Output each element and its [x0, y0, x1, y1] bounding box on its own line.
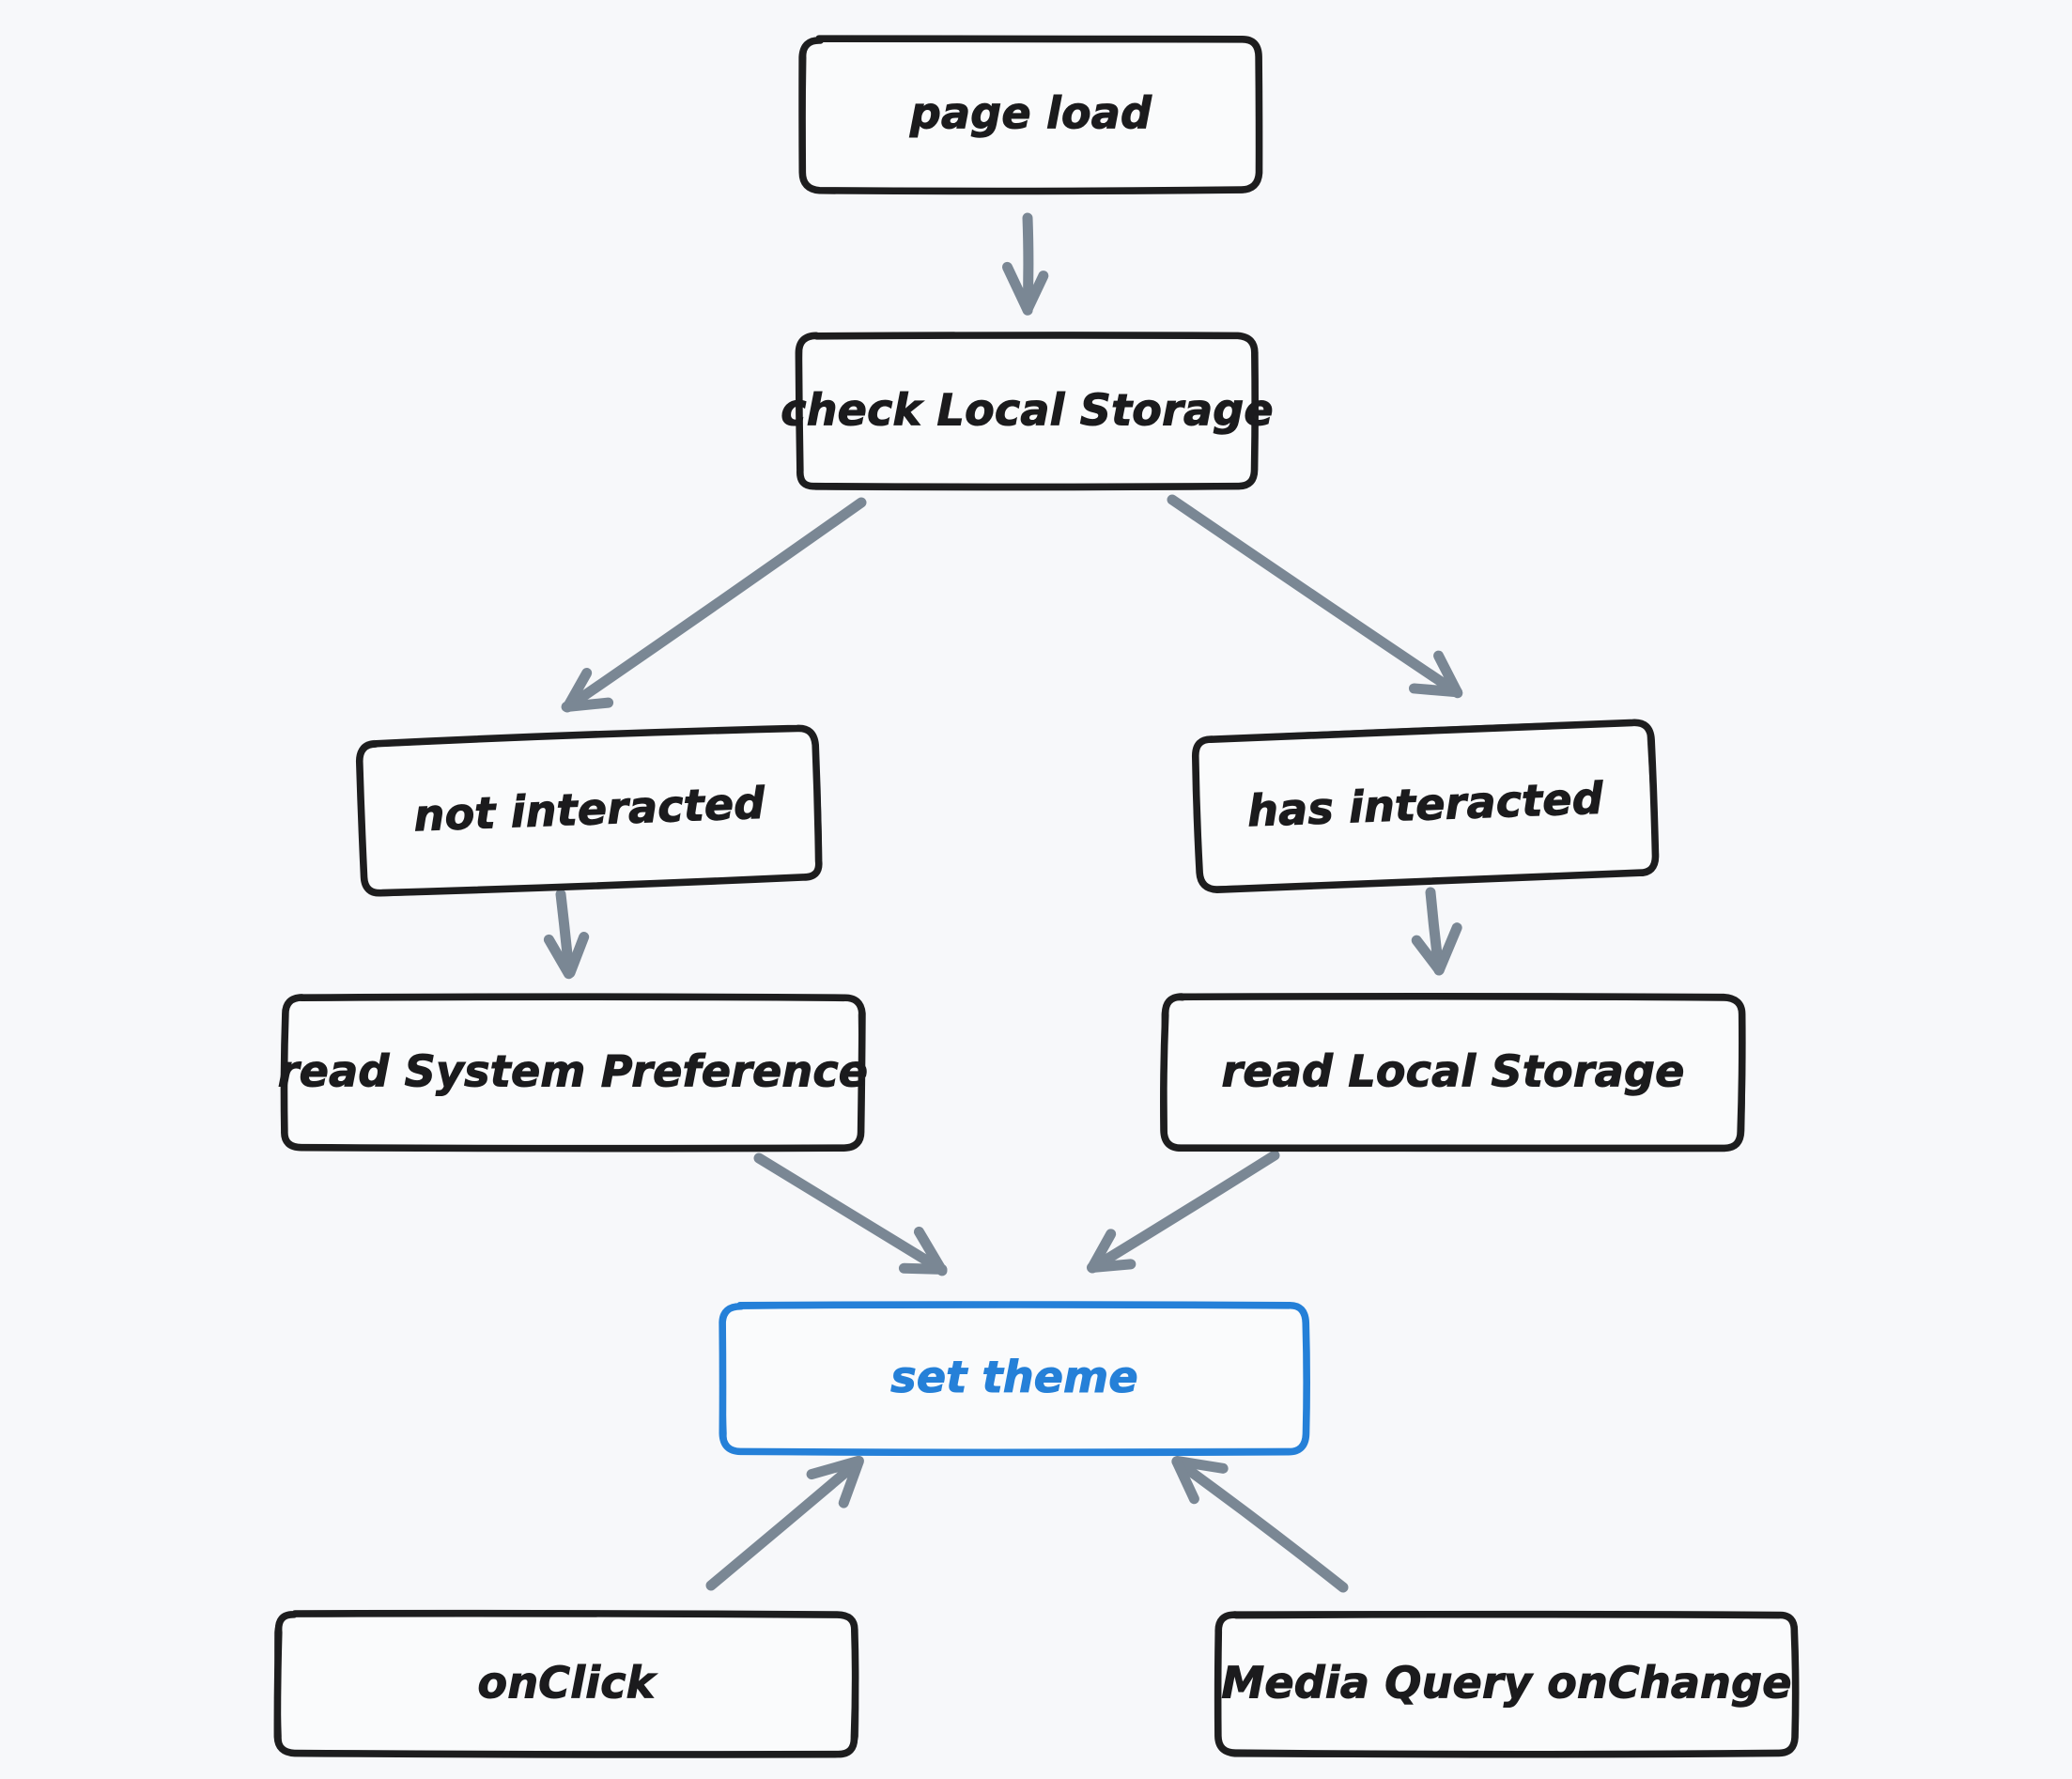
edge-arrowhead-barb	[1172, 1456, 1229, 1474]
edge-edge-check-to-not-interacted	[561, 497, 867, 713]
edge-edge-page-load-to-check	[1001, 212, 1049, 316]
node-read-local-storage[interactable]: read Local Storage	[1160, 992, 1746, 1152]
edge-arrowhead-barb	[1411, 935, 1445, 976]
node-read-system-preference[interactable]: read System Preference	[277, 993, 869, 1152]
edge-line	[1167, 494, 1462, 698]
node-not-interacted[interactable]: not interacted	[355, 724, 823, 897]
node-border-stroke	[796, 333, 1259, 491]
node-has-interacted[interactable]: has interacted	[1191, 719, 1660, 893]
edge-arrowhead-barb	[806, 1455, 864, 1480]
edge-edge-not-interacted-to-read-system	[543, 889, 590, 980]
node-label-check-local-storage: check Local Storage	[781, 385, 1273, 436]
edge-arrowhead-barb	[564, 932, 590, 979]
edge-arrowhead-barb	[1171, 1456, 1199, 1505]
edge-line	[562, 497, 867, 713]
edge-line	[1087, 1150, 1280, 1274]
node-fill	[798, 335, 1256, 487]
edges-layer	[543, 212, 1463, 1593]
edge-line	[1171, 1456, 1349, 1593]
node-label-has-interacted: has interacted	[1246, 773, 1604, 837]
node-fill	[1164, 997, 1742, 1149]
node-label-read-system-preference: read System Preference	[278, 1046, 868, 1097]
node-label-on-click: onClick	[478, 1658, 657, 1709]
node-fill	[802, 39, 1260, 191]
node-fill	[284, 997, 862, 1149]
node-border-stroke	[357, 726, 823, 897]
edge-edge-read-system-to-set-theme	[753, 1152, 948, 1276]
edge-arrowhead-barb	[1087, 1229, 1117, 1273]
edge-edge-has-interacted-to-read-local	[1411, 887, 1462, 976]
node-fill	[1217, 1614, 1796, 1755]
node-border-stroke	[281, 994, 864, 1152]
node-fill	[359, 727, 820, 894]
edge-arrowhead-barb	[1022, 271, 1049, 315]
edge-edge-check-to-has-interacted	[1167, 494, 1463, 699]
node-set-theme[interactable]: set theme	[719, 1301, 1310, 1457]
node-fill	[277, 1614, 856, 1755]
edge-arrowhead-barb	[838, 1455, 864, 1508]
node-label-media-query-onchange: Media Query onChange	[1221, 1658, 1791, 1709]
edge-arrowhead-barb	[543, 934, 574, 980]
node-border-stroke	[1161, 994, 1746, 1152]
edge-arrowhead-barb	[1001, 261, 1033, 316]
node-border-stroke	[799, 36, 1261, 194]
edge-line	[753, 1152, 948, 1276]
node-page-load[interactable]: page load	[798, 35, 1263, 195]
node-border-stroke	[1215, 1611, 1799, 1758]
node-media-query-onchange[interactable]: Media Query onChange	[1214, 1610, 1800, 1758]
node-border-stroke	[1193, 719, 1660, 891]
edge-arrowhead-barb	[1433, 650, 1463, 699]
edge-edge-media-query-to-set-theme	[1171, 1456, 1349, 1593]
node-fill	[1195, 722, 1655, 890]
edge-edge-read-local-to-set-theme	[1086, 1150, 1280, 1274]
node-label-not-interacted: not interacted	[413, 778, 767, 842]
edge-arrowhead-barb	[1408, 683, 1462, 698]
node-on-click[interactable]: onClick	[273, 1609, 859, 1758]
node-label-set-theme: set theme	[890, 1352, 1137, 1402]
node-border-stroke	[273, 1611, 859, 1757]
edge-arrowhead-barb	[561, 697, 614, 713]
edge-edge-onclick-to-set-theme	[705, 1455, 864, 1591]
node-border-stroke	[719, 1302, 1310, 1455]
nodes-layer: page load check Local Storage not interact…	[273, 35, 1800, 1758]
node-fill	[722, 1305, 1307, 1452]
edge-arrowhead-barb	[1086, 1259, 1137, 1274]
node-label-read-local-storage: read Local Storage	[1221, 1046, 1684, 1097]
edge-line	[705, 1456, 864, 1591]
edge-arrowhead-barb	[1433, 922, 1462, 975]
edge-arrowhead-barb	[913, 1226, 948, 1276]
node-check-local-storage[interactable]: check Local Storage	[781, 332, 1274, 491]
node-label-page-load: page load	[909, 88, 1152, 139]
